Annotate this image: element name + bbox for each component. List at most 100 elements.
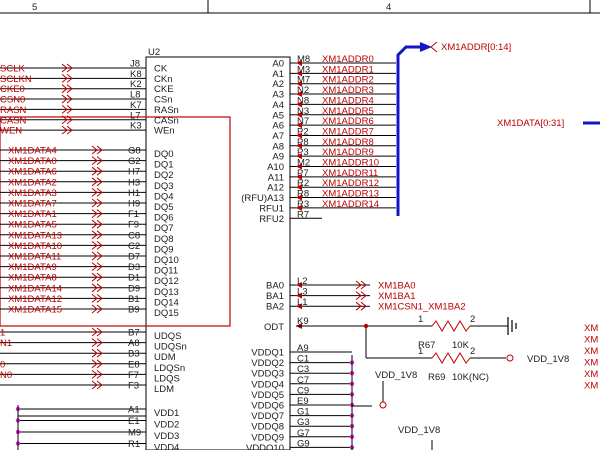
pin-number: M9 [128, 428, 141, 439]
pin-name: DQ11 [154, 266, 178, 277]
pin-chevron [91, 272, 98, 282]
r69-value: 10K(NC) [452, 372, 489, 383]
pin-arrow [296, 173, 302, 180]
pin-name: (RFU)A13 [241, 193, 284, 204]
pin-number: C2 [128, 241, 140, 252]
pin-number: E9 [297, 396, 309, 407]
pin-chevron [91, 198, 98, 208]
net-label: XM1ADDR14 [322, 199, 379, 210]
pin-chevron [96, 370, 103, 379]
r69-ref: R69 [428, 372, 445, 383]
net-label: XM1DATA10 [8, 241, 62, 252]
pin-chevron [91, 348, 98, 358]
r67-pin2: 2 [470, 314, 475, 325]
chip-ref: U2 [148, 47, 160, 58]
pin-name: DQ5 [154, 202, 174, 213]
pin-chevron [96, 230, 103, 240]
pin-name: LDQS [154, 373, 180, 384]
net-label: XM1ADDR4 [322, 95, 374, 106]
pin-name: VDDQ1 [251, 348, 284, 359]
pin-number: G9 [297, 438, 310, 449]
net-label: XM1DATA7 [8, 199, 57, 210]
pin-name: A6 [272, 121, 284, 132]
pin-arrow [296, 111, 302, 118]
net-label: XM1CSN1_XM1BA2 [378, 302, 466, 313]
pin-number: A1 [128, 405, 140, 416]
pin-name: A12 [267, 183, 284, 194]
pin-name: DQ14 [154, 297, 179, 308]
pin-number: K7 [130, 100, 142, 111]
net-label: XM1ADDR7 [322, 126, 374, 137]
net-label: XM1ADDR8 [322, 137, 374, 148]
sheet-border [0, 0, 600, 14]
pin-arrow [296, 122, 302, 129]
net-label: XM1ADDR9 [322, 147, 374, 158]
chip-body [145, 56, 291, 450]
vdd-rail-left [17, 405, 146, 450]
pin-number: H3 [128, 177, 140, 188]
pin-chevron [91, 380, 98, 390]
pin-number: D3 [128, 262, 140, 273]
pin-chevron [91, 156, 98, 165]
pin-chevron [96, 272, 103, 282]
net-label: XM1DATA15 [8, 305, 62, 316]
pin-name: VDD2 [154, 420, 179, 431]
pin-name: DQ6 [154, 213, 174, 224]
pin-number: N8 [297, 95, 309, 106]
r69-pin1: 1 [418, 346, 423, 357]
pin-number: R2 [297, 178, 309, 189]
pin-arrow [296, 60, 302, 66]
pin-number: D7 [128, 252, 140, 263]
pin-number: F1 [128, 209, 139, 220]
pin-chevron [91, 338, 98, 347]
pin-name: A2 [272, 79, 284, 90]
r67-resistor [431, 320, 471, 332]
pin-number: L2 [297, 276, 308, 287]
pin-name: UDM [154, 352, 176, 363]
pin-number: H1 [128, 188, 140, 199]
net-label: XM1DATA3 [8, 188, 57, 199]
pin-name: A8 [272, 141, 284, 152]
pin-number: R1 [128, 439, 140, 450]
pin-chevron [96, 283, 103, 293]
vdd-bottom-label: VDD_1V8 [398, 425, 440, 436]
pin-name: A3 [272, 90, 284, 101]
pin-chevron [66, 125, 73, 135]
pin-number: R3 [297, 199, 309, 210]
pin-number: H7 [128, 167, 140, 178]
pin-chevron [96, 177, 103, 187]
net-label: SCLKN [0, 74, 32, 85]
pin-chevron [96, 188, 103, 197]
pin-chevron [96, 198, 103, 208]
pin-name: A5 [272, 110, 284, 121]
pin-name: VDDQ10 [246, 443, 284, 450]
pin-chevron [355, 280, 362, 290]
pin-name: ODT [264, 322, 284, 333]
pin-number: K3 [130, 121, 142, 132]
pin-name: VDDQ4 [251, 379, 284, 390]
odt-junction [363, 323, 369, 329]
pin-name: A7 [272, 131, 284, 142]
pin-number: K8 [130, 69, 142, 80]
pin-name: DQ12 [154, 276, 179, 287]
addr-bus [396, 45, 420, 216]
pin-number: C8 [128, 230, 140, 241]
pin-chevron [360, 291, 367, 300]
net-label: N1 [0, 338, 12, 349]
pin-chevron [355, 291, 362, 300]
pin-chevron [91, 230, 98, 240]
pin-number: F9 [128, 220, 139, 231]
pin-chevron [91, 188, 98, 197]
pin-number: J8 [130, 59, 140, 70]
pin-chevron [91, 166, 98, 176]
pin-chevron [96, 294, 103, 303]
r67-ref: R67 [418, 340, 435, 351]
pin-chevron [91, 219, 98, 229]
pin-name: CSn [154, 95, 172, 106]
pin-chevron [96, 209, 103, 218]
pin-number: B1 [128, 294, 140, 305]
pin-chevron [66, 84, 73, 94]
net-label: XM1ADDR0 [322, 54, 374, 65]
